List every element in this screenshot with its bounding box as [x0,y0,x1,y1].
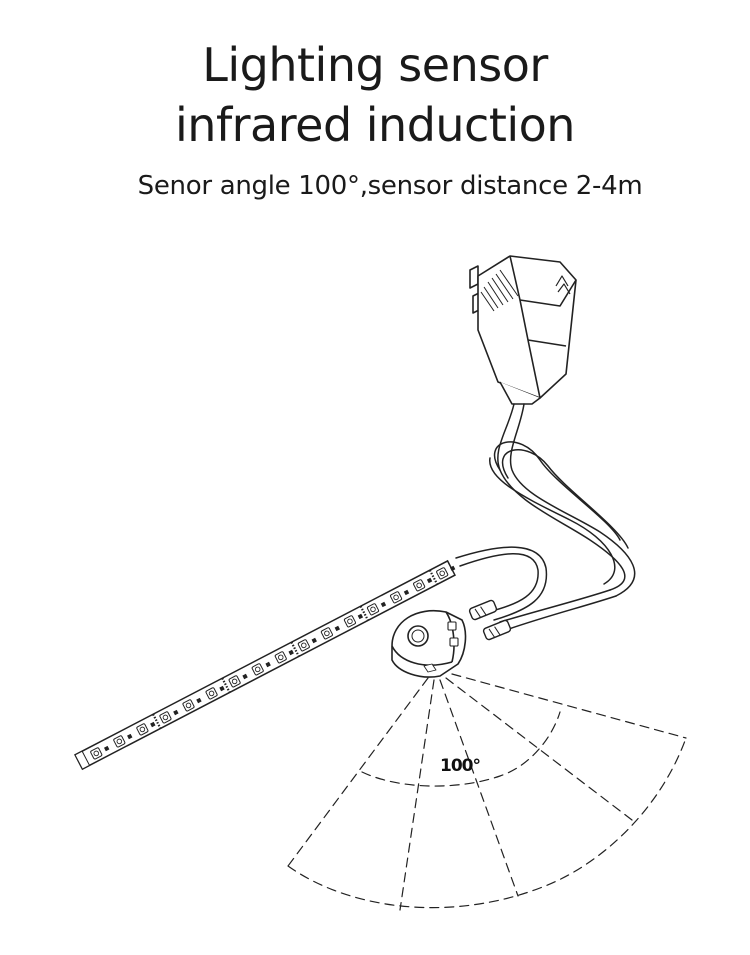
led-diode [301,642,307,649]
adapter-vents [480,269,519,312]
led-diode [347,618,353,625]
led-chip [366,603,380,616]
led-diode [208,690,215,697]
led-diode [116,738,123,745]
led-chip [228,675,241,688]
led-resistor [196,697,202,704]
led-resistor [311,637,317,644]
led-resistor [127,733,133,740]
strip-cut-mark [221,677,231,693]
led-chip [251,663,264,676]
angle-label: 100° [440,756,480,776]
led-resistor [173,709,179,716]
led-chip [297,639,310,652]
led-chip [90,747,103,760]
strip-cut-mark [428,569,439,585]
led-diode [162,714,169,721]
led-chip [413,579,426,592]
led-chip [159,711,172,724]
led-strip [74,559,456,771]
strip-cut-mark [152,713,162,729]
led-resistor [150,721,156,728]
led-resistor [426,577,433,584]
led-resistor [265,661,271,668]
led-chip [205,687,218,700]
power-cable [455,403,636,631]
led-diode [416,582,422,589]
led-resistor [334,625,341,632]
led-chip [390,591,403,604]
led-units [90,565,456,760]
led-chip [136,723,149,736]
led-resistor [449,565,456,572]
led-resistor [103,745,110,752]
strip-cut-mark [290,641,300,657]
led-diode [278,654,284,661]
title-line-2: infrared induction [175,98,575,152]
led-diode [324,630,330,637]
detection-zone [287,673,687,911]
led-resistor [357,613,364,620]
led-diode [393,594,399,601]
led-diode [231,678,238,685]
led-chip [343,615,356,628]
title-line-1: Lighting sensor [202,38,548,92]
led-chip [182,699,195,712]
brand-logo-icon [555,275,571,295]
led-resistor [380,601,387,608]
led-diode [254,666,261,673]
power-adapter [469,255,577,405]
strip-cut-mark [359,605,370,621]
led-diode [370,606,376,613]
led-resistor [242,673,248,680]
led-diode [93,750,100,757]
led-chip [113,735,126,748]
led-chip [320,627,333,640]
led-chip [436,567,449,580]
cable-connectors [468,599,512,641]
led-resistor [403,589,410,596]
subtitle: Senor angle 100°,sensor distance 2-4m [137,171,643,201]
motion-sensor [391,610,467,678]
led-resistor [219,685,225,692]
led-diode [185,702,192,709]
led-chip [274,651,287,664]
led-diode [439,570,445,577]
adapter-body [477,255,577,399]
led-resistor [288,649,294,656]
led-diode [139,726,146,733]
